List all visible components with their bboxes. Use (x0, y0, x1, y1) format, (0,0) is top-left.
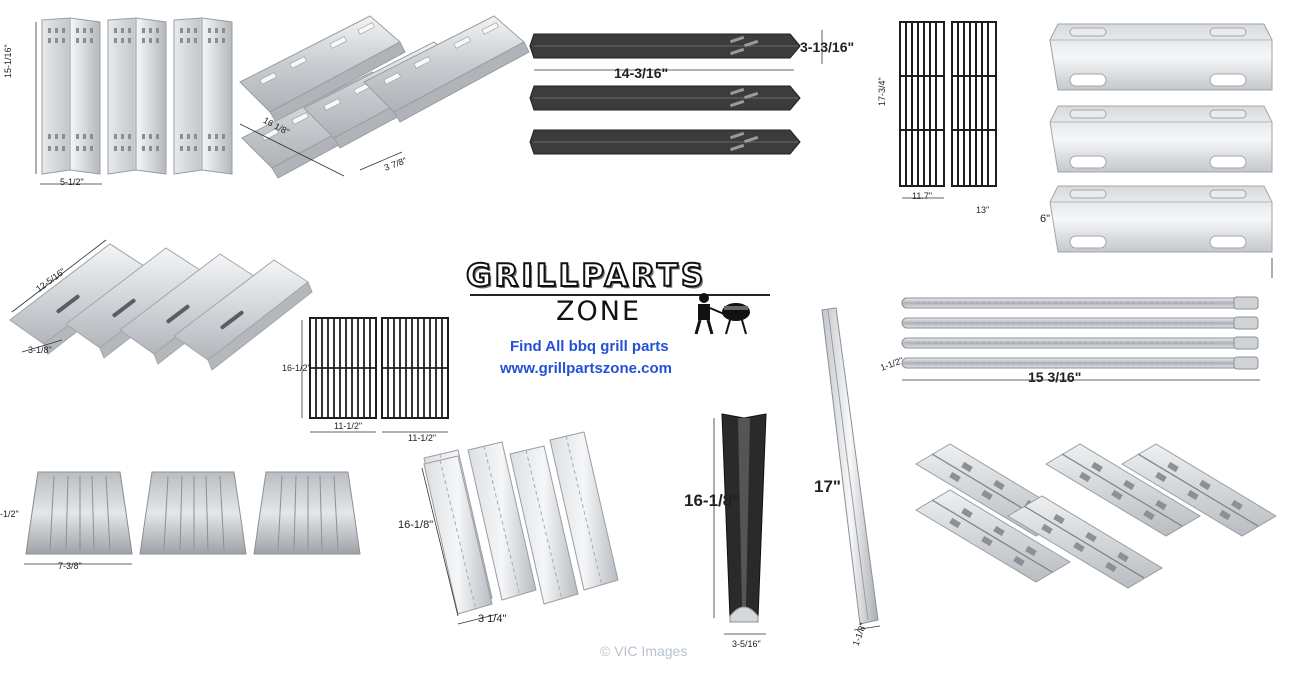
dim-label: 6" (1040, 213, 1051, 225)
tube-burner-set (896, 294, 1266, 390)
dim-label: 3-1/8" (28, 345, 52, 355)
dim-label: 11.7" (912, 191, 933, 201)
dim-label: 5-1/2" (60, 177, 84, 187)
logo-website: www.grillpartszone.com (500, 360, 672, 377)
dim-label: 13" (976, 205, 990, 215)
stainless-heat-shield-set (1049, 22, 1280, 282)
long-heat-plate-single (806, 304, 896, 654)
logo-wordmark: GRILLPARTS (465, 257, 707, 295)
logo-subtitle: ZONE (556, 296, 642, 327)
dim-label: 16-1/8" (684, 491, 741, 510)
vented-heat-plate-set (910, 424, 1286, 634)
cast-iron-grate-pair (896, 18, 1026, 218)
dim-label: 16-1/2" (282, 363, 311, 373)
porcelain-heat-plate-single (710, 408, 780, 644)
dim-label: 16-1/8" (398, 519, 434, 531)
dim-label: 15-1/16" (3, 44, 13, 78)
dim-label: 17" (814, 477, 841, 496)
tall-heat-plate-set (418, 428, 619, 638)
dim-label: 7-3/8" (58, 561, 82, 571)
heat-plate-set-vertical (30, 14, 240, 194)
watermark-text: © VIC Images (600, 643, 688, 659)
dim-label: 3-13/16" (800, 39, 855, 55)
cast-iron-grate-pair-square (300, 314, 470, 444)
dim-label: 17-3/4" (877, 77, 887, 106)
dim-label: 3-5/16" (732, 639, 761, 649)
heat-plate-set-angled (239, 12, 530, 182)
logo-divider (470, 294, 770, 296)
logo-tagline: Find All bbq grill parts (510, 338, 669, 355)
dim-label: -1/2" (0, 509, 19, 519)
flat-heat-plate-set (24, 466, 374, 576)
dim-label: 3 1/4" (478, 613, 507, 625)
grill-chef-icon (694, 292, 754, 341)
dim-label: 14-3/16" (614, 65, 669, 81)
dim-label: 11-1/2" (334, 421, 363, 431)
heat-plate-set-long (9, 236, 320, 376)
dim-label: 15 3/16" (1028, 369, 1082, 385)
porcelain-heat-plate-set (529, 26, 830, 166)
dim-label: 11-1/2" (408, 433, 437, 443)
brand-logo: GRILLPARTS ZONE Find All bbq grill parts… (462, 256, 782, 386)
